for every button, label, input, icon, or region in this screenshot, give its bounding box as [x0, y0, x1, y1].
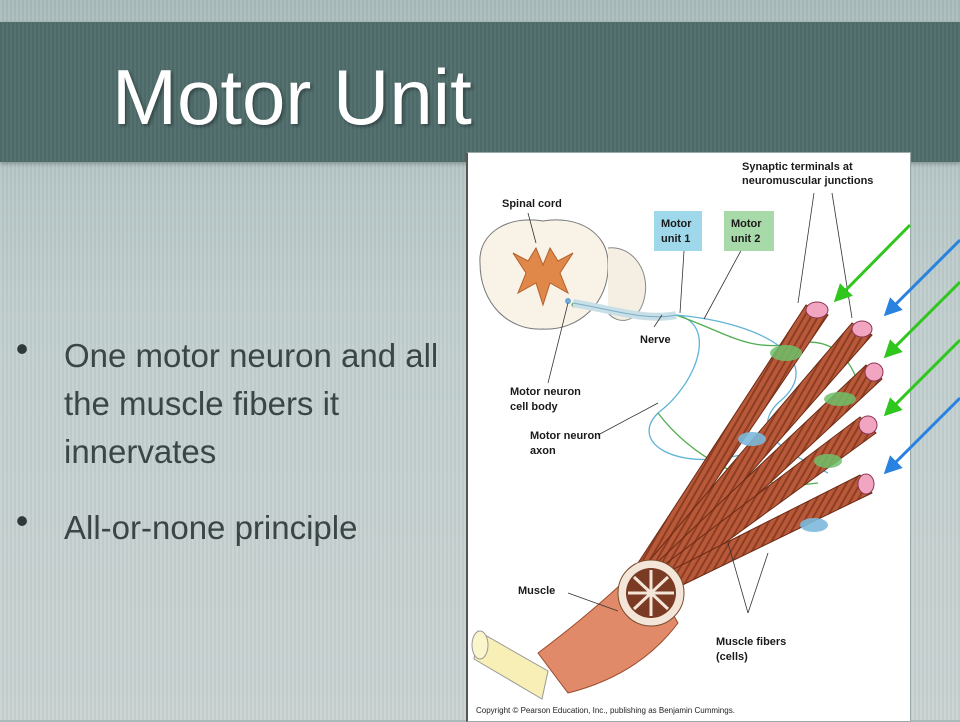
muscle-fiber-drawings	[637, 301, 884, 594]
label-motor-unit-2-number: unit 2	[731, 233, 760, 245]
label-axon: axon	[530, 445, 556, 457]
label-cell-body: cell body	[510, 401, 559, 413]
label-motor-neuron-cell-body: Motor neuron	[510, 386, 581, 398]
label-synaptic-terminals: Synaptic terminals at	[742, 161, 853, 173]
motor-unit-illustration: Spinal cord Synaptic terminals at neurom…	[471, 161, 884, 715]
label-muscle: Muscle	[518, 585, 555, 597]
label-motor-neuron-axon: Motor neuron	[530, 430, 601, 442]
copyright-notice: Copyright © Pearson Education, Inc., pub…	[476, 706, 735, 715]
bullet-icon: •	[15, 500, 29, 541]
spinal-cord-drawing	[479, 219, 647, 330]
label-motor-unit-1-number: unit 1	[661, 233, 690, 245]
label-neuromuscular-junctions: neuromuscular junctions	[742, 175, 873, 187]
motor-unit-2-box	[724, 211, 774, 251]
bullet-list: • One motor neuron and all the muscle fi…	[12, 328, 452, 580]
bullet-text: One motor neuron and all the muscle fibe…	[64, 337, 439, 470]
bullet-text: All-or-none principle	[64, 509, 358, 546]
label-cells: (cells)	[716, 651, 748, 663]
title-band	[0, 22, 960, 162]
bullet-item: • All-or-none principle	[12, 500, 452, 552]
slide-title: Motor Unit	[112, 53, 472, 141]
label-nerve: Nerve	[640, 334, 671, 346]
label-motor-unit-2: Motor	[731, 218, 762, 230]
motor-unit-1-box	[654, 211, 702, 251]
label-spinal-cord: Spinal cord	[502, 198, 562, 210]
muscle-drawing	[471, 559, 685, 700]
bullet-icon: •	[15, 328, 29, 369]
label-muscle-fibers: Muscle fibers	[716, 636, 786, 648]
motor-unit-figure: Spinal cord Synaptic terminals at neurom…	[466, 152, 911, 722]
bullet-item: • One motor neuron and all the muscle fi…	[12, 328, 452, 476]
label-motor-unit-1: Motor	[661, 218, 692, 230]
